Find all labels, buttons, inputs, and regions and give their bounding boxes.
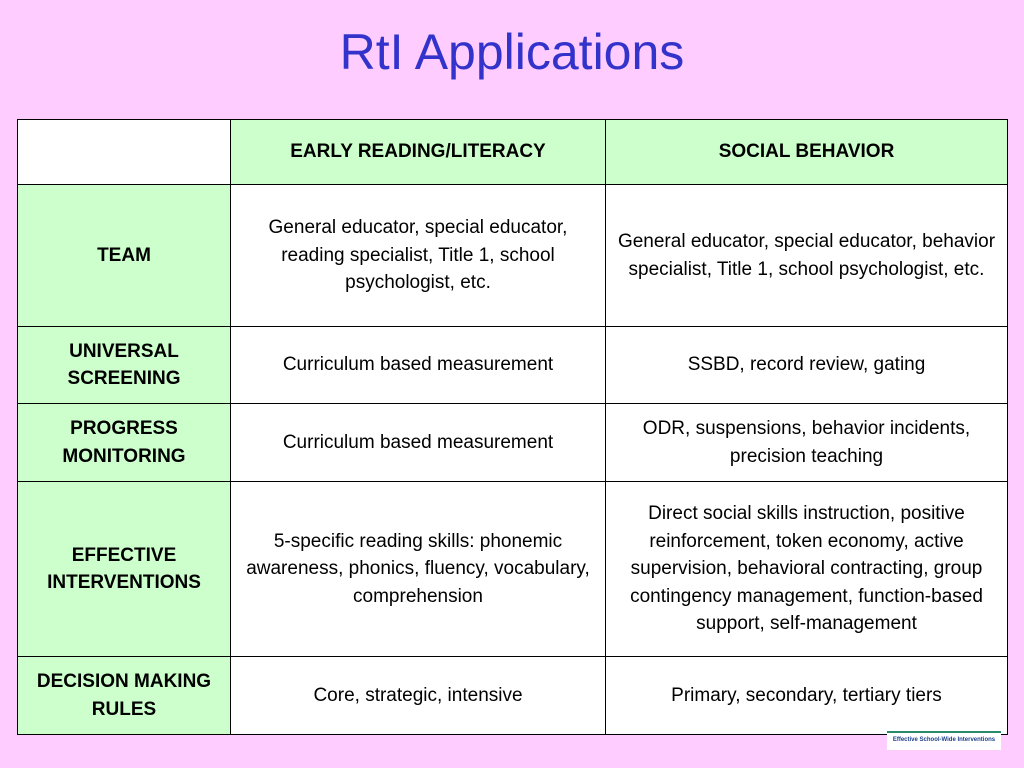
header-corner-cell — [17, 119, 231, 185]
slide-title: RtI Applications — [339, 24, 685, 80]
row-label-progress-monitoring: PROGRESS MONITORING — [17, 403, 231, 482]
row-label-decision-making-rules: DECISION MAKING RULES — [17, 656, 231, 735]
row-label-effective-interventions: EFFECTIVE INTERVENTIONS — [17, 481, 231, 657]
cell-decision-social: Primary, secondary, tertiary tiers — [605, 656, 1008, 735]
row-label-team: TEAM — [17, 184, 231, 327]
table-row-team: TEAM General educator, special educator,… — [17, 184, 1008, 327]
table-row-decision-making-rules: DECISION MAKING RULES Core, strategic, i… — [17, 656, 1008, 735]
cell-team-social: General educator, special educator, beha… — [605, 184, 1008, 327]
logo-text: Effective School-Wide Interventions — [892, 737, 996, 743]
cell-interventions-social: Direct social skills instruction, positi… — [605, 481, 1008, 657]
row-label-universal-screening: UNIVERSAL SCREENING — [17, 326, 231, 404]
cell-team-reading: General educator, special educator, read… — [230, 184, 606, 327]
header-early-reading: EARLY READING/LITERACY — [230, 119, 606, 185]
table-row-progress-monitoring: PROGRESS MONITORING Curriculum based mea… — [17, 403, 1008, 482]
cell-progress-reading: Curriculum based measurement — [230, 403, 606, 482]
table-row-universal-screening: UNIVERSAL SCREENING Curriculum based mea… — [17, 326, 1008, 404]
table-header-row: EARLY READING/LITERACY SOCIAL BEHAVIOR — [17, 119, 1008, 185]
cell-screening-social: SSBD, record review, gating — [605, 326, 1008, 404]
table-row-effective-interventions: EFFECTIVE INTERVENTIONS 5-specific readi… — [17, 481, 1008, 657]
cell-screening-reading: Curriculum based measurement — [230, 326, 606, 404]
effective-school-wide-interventions-logo: Effective School-Wide Interventions — [887, 731, 1001, 750]
cell-progress-social: ODR, suspensions, behavior incidents, pr… — [605, 403, 1008, 482]
header-social-behavior: SOCIAL BEHAVIOR — [605, 119, 1008, 185]
cell-decision-reading: Core, strategic, intensive — [230, 656, 606, 735]
cell-interventions-reading: 5-specific reading skills: phonemic awar… — [230, 481, 606, 657]
rti-applications-table: EARLY READING/LITERACY SOCIAL BEHAVIOR T… — [17, 119, 1008, 735]
